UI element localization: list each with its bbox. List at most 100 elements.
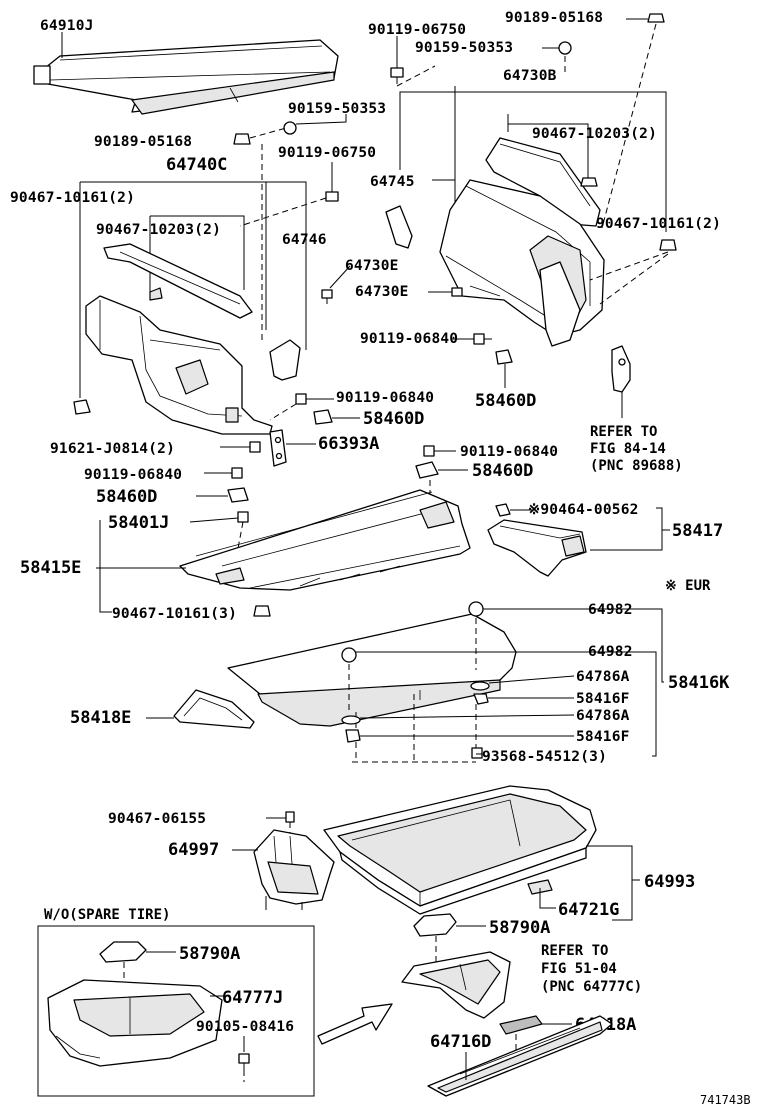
label-58460d-a: 58460D [475, 391, 536, 411]
clip-icon [313, 409, 360, 425]
label-90119-06840-b: 90119-06840 [336, 390, 434, 406]
clip-icon [321, 265, 351, 304]
bracket-64745 [385, 205, 413, 249]
left-quarter-trim [85, 243, 273, 435]
wo-spare-tire-box [37, 925, 315, 1097]
label-93568-54512: 93568-54512(3) [482, 749, 607, 765]
clip-icon [283, 114, 347, 135]
label-90467-10161-left: 90467-10161(2) [10, 190, 135, 206]
bolt-icon [390, 36, 404, 84]
ref-fig-51-04-line1: REFER TO [541, 943, 608, 959]
label-90467-10203-left: 90467-10203(2) [96, 222, 221, 238]
label-58417: 58417 [672, 521, 723, 541]
label-90119-06750-top: 90119-06750 [368, 22, 466, 38]
clip-icon [468, 601, 656, 617]
cover-58790a [413, 913, 486, 937]
deck-board-58416k [227, 613, 517, 727]
ref-fig-51-04-line3: (PNC 64777C) [541, 979, 642, 995]
label-58401j: 58401J [108, 513, 169, 533]
cover-58790a-box [99, 941, 176, 963]
label-90105-08416: 90105-08416 [196, 1019, 294, 1035]
bolt-icon [295, 393, 334, 405]
hook-icon [473, 693, 574, 705]
label-90467-10203-right: 90467-10203(2) [532, 126, 657, 142]
label-64786a-a: 64786A [576, 669, 630, 685]
label-64730e-a: 64730E [345, 258, 399, 274]
label-58460d-b: 58460D [363, 409, 424, 429]
striker-bracket [611, 345, 631, 418]
label-64740c: 64740C [166, 155, 227, 175]
diagram-number: 741743B [700, 1093, 751, 1107]
label-66393a: 66393A [318, 434, 379, 454]
luggage-box-64993 [323, 785, 597, 915]
wo-spare-tire-heading: W/O(SPARE TIRE) [44, 907, 170, 923]
eur-note: ※ EUR [665, 578, 711, 594]
bolt-icon [220, 441, 261, 453]
clip-icon [196, 487, 249, 503]
label-90159-50353-top: 90159-50353 [415, 40, 513, 56]
label-58416f-b: 58416F [576, 729, 630, 745]
hook-icon [345, 729, 574, 743]
label-90119-06840-a: 90119-06840 [360, 331, 458, 347]
pad-64718a [499, 1015, 572, 1035]
label-90119-06750-left: 90119-06750 [278, 145, 376, 161]
sill-plate-64716d [427, 1015, 613, 1097]
label-58790a-a: 58790A [489, 918, 550, 938]
label-64721g: 64721G [558, 900, 619, 920]
clip-icon [495, 349, 513, 388]
label-58460d-c: 58460D [472, 461, 533, 481]
label-64910j: 64910J [40, 18, 94, 34]
label-90467-10161-bottom: 90467-10161(3) [112, 606, 237, 622]
label-90119-06840-d: 90119-06840 [84, 467, 182, 483]
tray-64777j [47, 979, 223, 1067]
clip-icon [341, 647, 580, 663]
label-58418e: 58418E [70, 708, 131, 728]
tonneau-cover [33, 32, 339, 115]
ref-fig-84-14-line3: (PNC 89688) [590, 458, 683, 474]
trim-58418e [173, 689, 255, 729]
right-quarter-trim [439, 137, 605, 347]
label-90189-05168-left: 90189-05168 [94, 134, 192, 150]
ref-fig-84-14-line2: FIG 84-14 [590, 441, 666, 457]
label-90467-06155: 90467-06155 [108, 811, 206, 827]
bolt-icon [423, 445, 456, 457]
arrow-icon [317, 1003, 393, 1045]
label-64982-a: 64982 [588, 602, 633, 618]
label-64777j: 64777J [222, 988, 283, 1008]
clip-icon [233, 133, 251, 145]
label-58416f-a: 58416F [576, 691, 630, 707]
ref-fig-84-14-line1: REFER TO [590, 424, 657, 440]
bolt-icon [238, 1053, 250, 1070]
bracket-66393a [269, 429, 316, 467]
label-58416k: 58416K [668, 673, 730, 693]
clip-icon [495, 503, 532, 517]
label-91621-j0814: 91621-J0814(2) [50, 441, 175, 457]
clip-icon [341, 714, 575, 725]
label-64745: 64745 [370, 174, 415, 190]
label-90464-00562: ※90464-00562 [528, 502, 639, 518]
label-64716d: 64716D [430, 1032, 491, 1052]
label-90467-10161-right: 90467-10161(2) [596, 216, 721, 232]
holder-64997 [253, 829, 335, 910]
trim-58417 [487, 519, 587, 577]
clip-icon [266, 811, 295, 823]
bolt-icon [471, 747, 483, 759]
luggage-trim-58415e [179, 489, 471, 591]
clip-icon [542, 41, 572, 55]
bolt-icon [204, 467, 243, 479]
clip-icon [626, 13, 665, 23]
support-64777c [401, 951, 511, 1019]
label-58460d-d: 58460D [96, 487, 157, 507]
clip-icon [253, 605, 271, 617]
label-58790a-b: 58790A [179, 944, 240, 964]
ref-fig-51-04-line2: FIG 51-04 [541, 961, 617, 977]
clip-icon [73, 399, 91, 415]
clip-icon [189, 511, 249, 523]
clip-icon [428, 287, 463, 297]
clip-icon [470, 675, 575, 691]
bolt-icon [325, 162, 339, 202]
label-64730b: 64730B [503, 68, 557, 84]
label-64786a-b: 64786A [576, 708, 630, 724]
